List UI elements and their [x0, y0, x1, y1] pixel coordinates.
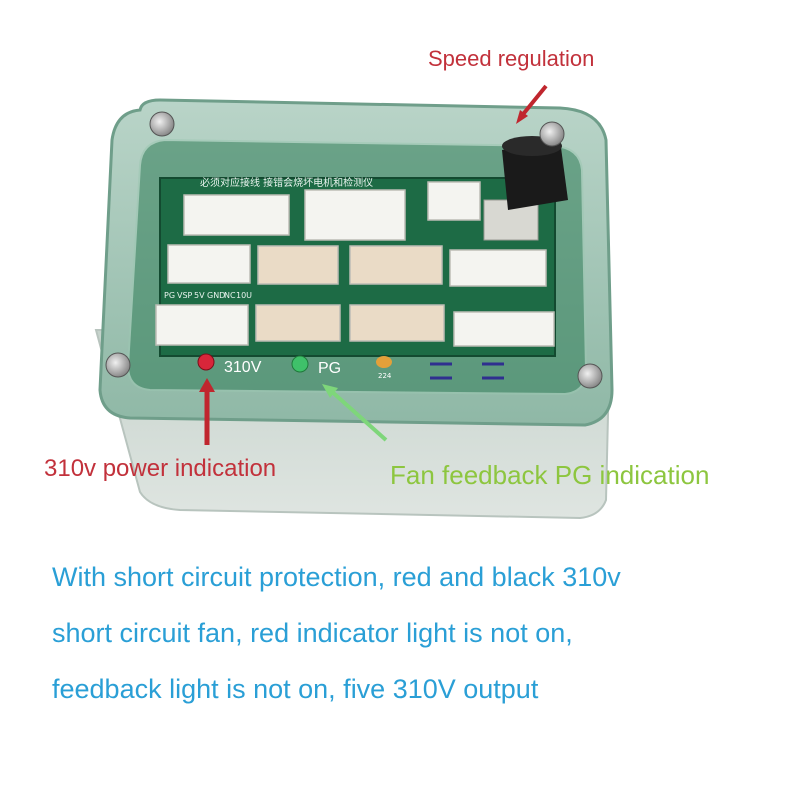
svg-text:GND: GND: [207, 291, 225, 300]
screw-icons: [105, 111, 603, 389]
led-310v-red: [197, 353, 215, 371]
pg-indication-label: Fan feedback PG indication: [390, 460, 710, 490]
led-310v-label: 310V: [224, 359, 262, 376]
connector-row-bottom: [155, 304, 555, 347]
speed-regulation-label: Speed regulation: [428, 46, 595, 71]
svg-text:224: 224: [378, 372, 392, 380]
svg-text:5V: 5V: [194, 291, 205, 300]
potentiometer-knob-icon[interactable]: [483, 136, 568, 241]
capacitor: [376, 356, 392, 368]
pcb-header-text: 必须对应接线 接错会烧坏电机和检测仪: [200, 176, 373, 189]
svg-text:VSP: VSP: [177, 291, 193, 300]
led-pg-label: PG: [318, 360, 341, 377]
description-line-3: feedback light is not on, five 310V outp…: [52, 674, 539, 704]
connector-row-middle: [167, 244, 547, 287]
description-line-2: short circuit fan, red indicator light i…: [52, 618, 573, 648]
svg-text:10U: 10U: [236, 291, 252, 300]
svg-text:NC: NC: [224, 291, 236, 300]
device-photo: 必须对应接线 接错会烧坏电机和检测仪 PG VSP 5V GND NC 10U …: [94, 84, 614, 520]
led-pg-green: [291, 355, 309, 373]
red-arrow-icon-2: [199, 378, 215, 445]
green-arrow-icon: [322, 384, 388, 442]
red-arrow-icon: [516, 84, 548, 124]
resistors: [430, 362, 504, 380]
description-line-1: With short circuit protection, red and b…: [52, 562, 621, 592]
connector-row-top: [183, 181, 481, 241]
power-indication-label: 310v power indication: [44, 455, 277, 482]
pin-labels: PG VSP 5V GND NC 10U: [164, 291, 252, 300]
svg-text:PG: PG: [164, 291, 175, 300]
